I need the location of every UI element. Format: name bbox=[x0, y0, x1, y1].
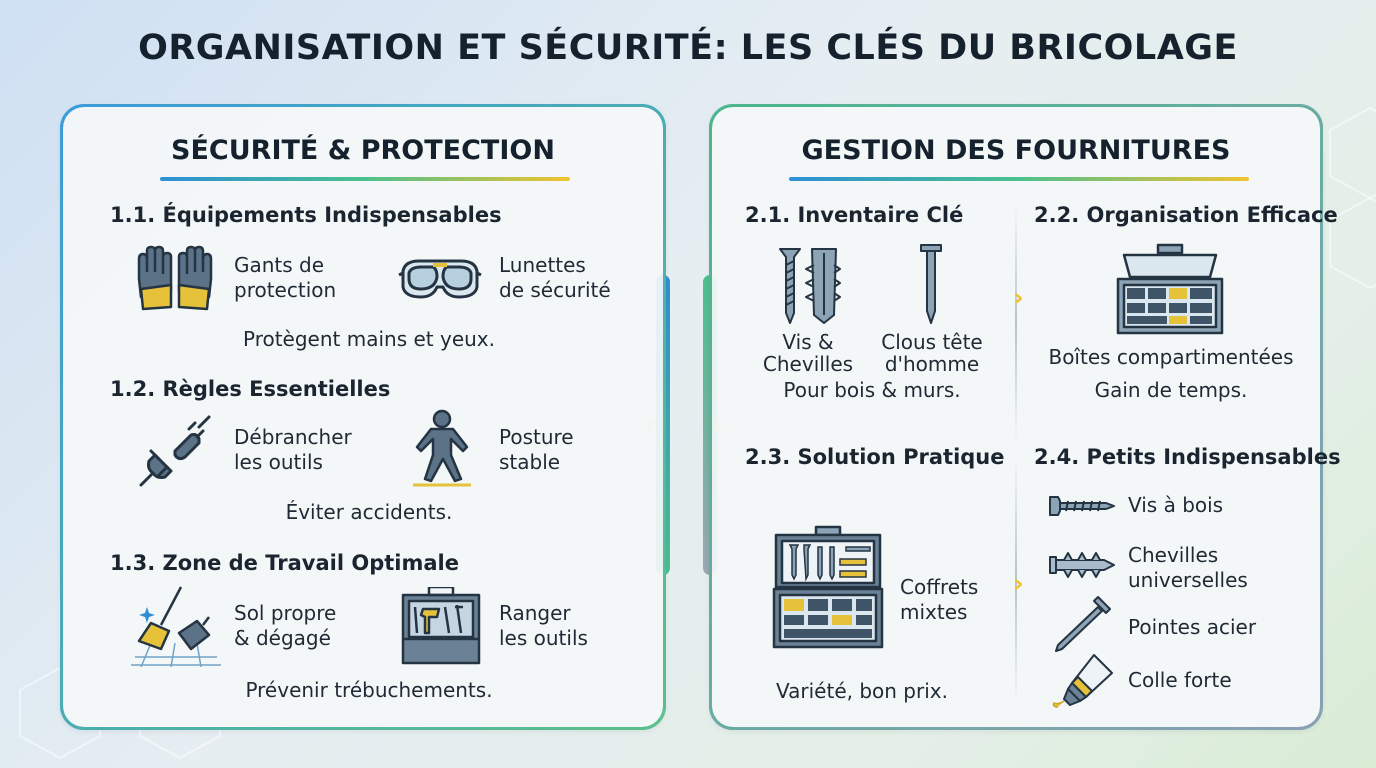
steel-nail-label: Pointes acier bbox=[1128, 615, 1257, 639]
organisation-caption-1: Boîtes compartimentées bbox=[1048, 345, 1294, 369]
section-rules-heading: 1.2. Règles Essentielles bbox=[110, 377, 391, 401]
unplug-label: Débrancher les outils bbox=[234, 425, 352, 474]
column-divider-top bbox=[1015, 203, 1017, 443]
solution-caption: Variété, bon prix. bbox=[776, 679, 948, 703]
unplug-icon bbox=[139, 415, 211, 487]
glue-tube-label: Colle forte bbox=[1128, 668, 1232, 692]
broom-icon bbox=[131, 586, 221, 667]
organisation-caption-2: Gain de temps. bbox=[1094, 378, 1248, 402]
gloves-icon bbox=[137, 245, 213, 311]
wood-screw-icon bbox=[1049, 496, 1115, 516]
workzone-caption: Prévenir trébuchements. bbox=[245, 678, 493, 702]
supplies-panel-title: GESTION DES FOURNITURES bbox=[801, 135, 1231, 166]
wall-plug-icon bbox=[1049, 552, 1115, 578]
goggles-icon bbox=[398, 259, 482, 299]
section-essentials-heading: 2.4. Petits Indispensables bbox=[1034, 445, 1341, 469]
mixed-case-icon bbox=[772, 525, 884, 649]
nail-label: Clous tête d'homme bbox=[881, 330, 983, 376]
section-equipment-heading: 1.1. Équipements Indispensables bbox=[110, 203, 502, 227]
wall-plug-label: Chevilles universelles bbox=[1128, 543, 1248, 592]
nail-icon bbox=[920, 244, 942, 324]
compartment-box-icon bbox=[1116, 243, 1224, 335]
rules-caption: Éviter accidents. bbox=[285, 500, 453, 524]
screw-and-plug-icon bbox=[779, 248, 841, 324]
page-title: ORGANISATION ET SÉCURITÉ: LES CLÉS DU BR… bbox=[138, 28, 1238, 68]
chevron-right-icon-bottom: › bbox=[1013, 569, 1024, 599]
section-workzone-heading: 1.3. Zone de Travail Optimale bbox=[110, 551, 459, 575]
safety-panel-title: SÉCURITÉ & PROTECTION bbox=[171, 135, 555, 166]
supplies-title-underline bbox=[789, 177, 1249, 181]
mixed-case-label: Coffrets mixtes bbox=[900, 575, 979, 624]
supplies-panel: GESTION DES FOURNITURES › › 2.1. Inventa… bbox=[709, 104, 1341, 730]
section-organisation-heading: 2.2. Organisation Efficace bbox=[1034, 203, 1338, 227]
steel-nail-icon bbox=[1055, 596, 1111, 652]
wood-screw-label: Vis à bois bbox=[1128, 493, 1224, 517]
chevron-right-icon-top: › bbox=[1013, 283, 1024, 313]
goggles-label: Lunettes de sécurité bbox=[499, 253, 611, 302]
gloves-label: Gants de protection bbox=[234, 253, 337, 302]
toolbox-label: Ranger les outils bbox=[499, 601, 588, 650]
glue-tube-icon bbox=[1052, 654, 1113, 708]
safety-title-underline bbox=[160, 177, 570, 181]
posture-icon bbox=[413, 409, 471, 487]
safety-panel: SÉCURITÉ & PROTECTION 1.1. Équipements I… bbox=[60, 104, 666, 730]
inventory-caption: Pour bois & murs. bbox=[783, 378, 961, 402]
posture-label: Posture stable bbox=[499, 425, 574, 474]
section-inventory-heading: 2.1. Inventaire Clé bbox=[745, 203, 964, 227]
broom-label: Sol propre & dégagé bbox=[234, 601, 337, 650]
toolbox-icon bbox=[401, 587, 481, 665]
equipment-caption: Protègent mains et yeux. bbox=[242, 327, 495, 351]
section-solution-heading: 2.3. Solution Pratique bbox=[745, 445, 1005, 469]
column-divider-bottom bbox=[1015, 455, 1017, 705]
screw-plug-label: Vis & Chevilles bbox=[762, 330, 854, 376]
